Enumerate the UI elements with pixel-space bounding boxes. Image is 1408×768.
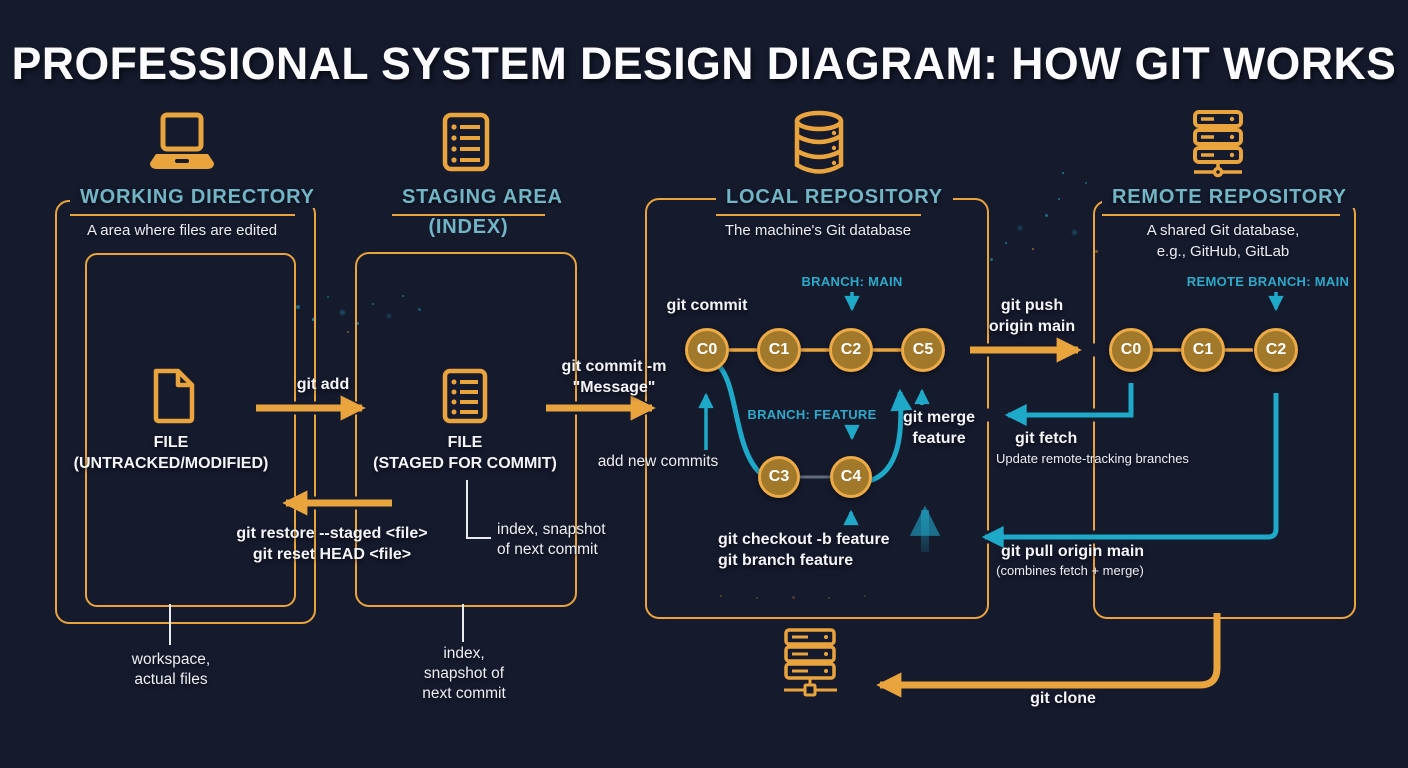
remote-repository-subtitle: A shared Git database, e.g., GitHub, Git…: [1146, 222, 1300, 260]
particle: [1005, 242, 1007, 244]
working-directory-subtitle: A area where files are edited: [86, 222, 278, 239]
particle: [356, 322, 359, 325]
clone-server-icon: [780, 628, 840, 707]
particle: [296, 305, 300, 309]
git-fetch-sublabel: Update remote-tracking branches: [996, 451, 1189, 466]
commit-node: C2: [829, 328, 873, 372]
particle: [327, 296, 329, 298]
staging-area-index-label: (INDEX): [428, 216, 509, 238]
git-pull-sublabel: (combines fetch + merge): [996, 563, 1144, 578]
working-directory-inner-box: [85, 253, 296, 607]
wd-file-label: FILE (UNTRACKED/MODIFIED): [73, 434, 269, 472]
remote-repository-title: REMOTE REPOSITORY: [1102, 186, 1357, 216]
particle: [864, 595, 866, 597]
particle: [1018, 226, 1022, 230]
branch-main-label: BRANCH: MAIN: [801, 274, 903, 289]
add-new-commits-label: add new commits: [597, 453, 719, 470]
staged-file-icon: [442, 368, 488, 429]
particle: [340, 310, 345, 315]
particle: [1062, 172, 1064, 174]
branch-feature-label: BRANCH: FEATURE: [747, 407, 877, 422]
workspace-note: workspace, actual files: [131, 651, 211, 688]
server-icon: [1192, 110, 1244, 185]
git-commit-m-label: git commit -m "Message": [561, 358, 667, 396]
file-icon: [148, 368, 198, 429]
git-merge-label: git merge feature: [902, 409, 975, 447]
database-icon: [792, 110, 846, 183]
particle: [1085, 182, 1087, 184]
particle: [720, 595, 722, 597]
particle: [828, 597, 830, 599]
local-repository-title: LOCAL REPOSITORY: [716, 186, 953, 216]
staging-area-box: [355, 252, 577, 607]
local-repository-subtitle: The machine's Git database: [724, 222, 912, 239]
staging-file-label: FILE (STAGED FOR COMMIT): [373, 434, 557, 472]
checklist-icon: [442, 112, 490, 177]
commit-node: C4: [830, 456, 872, 498]
particle: [756, 597, 758, 599]
commit-node: C0: [1109, 328, 1153, 372]
page-title: PROFESSIONAL SYSTEM DESIGN DIAGRAM: HOW …: [11, 38, 1397, 89]
particle: [387, 314, 391, 318]
git-restore-label: git restore --staged <file> git reset HE…: [236, 525, 428, 563]
laptop-icon: [144, 112, 220, 179]
particle: [347, 331, 349, 333]
particle: [1058, 198, 1060, 200]
git-pull-label: git pull origin main: [1000, 543, 1145, 560]
particle: [402, 295, 404, 297]
particle: [418, 308, 421, 311]
git-fetch-label: git fetch: [1015, 430, 1078, 447]
commit-node: C1: [757, 328, 801, 372]
particle: [1032, 248, 1034, 250]
index-note: index, snapshot of next commit: [422, 645, 506, 702]
git-checkout-label: git checkout -b feature git branch featu…: [718, 531, 890, 569]
git-clone-label: git clone: [1030, 690, 1096, 707]
particle: [1095, 250, 1098, 253]
git-clone-arrow: [876, 613, 1221, 698]
staging-inner-note: index, snapshot of next commit: [497, 521, 606, 558]
particle: [1045, 214, 1048, 217]
commit-node: C1: [1181, 328, 1225, 372]
commit-node: C3: [758, 456, 800, 498]
commit-node: C5: [901, 328, 945, 372]
git-commit-label: git commit: [666, 297, 748, 314]
particle: [990, 258, 993, 261]
commit-node: C2: [1254, 328, 1298, 372]
staging-area-title: STAGING AREA: [392, 186, 573, 216]
remote-branch-main-label: REMOTE BRANCH: MAIN: [1186, 274, 1350, 289]
particle: [792, 596, 795, 599]
git-add-label: git add: [296, 376, 350, 393]
git-push-label: git push origin main: [988, 297, 1076, 335]
commit-node: C0: [685, 328, 729, 372]
particle: [312, 318, 315, 321]
particle: [372, 303, 374, 305]
particle: [1072, 230, 1077, 235]
working-directory-title: WORKING DIRECTORY: [70, 186, 325, 216]
